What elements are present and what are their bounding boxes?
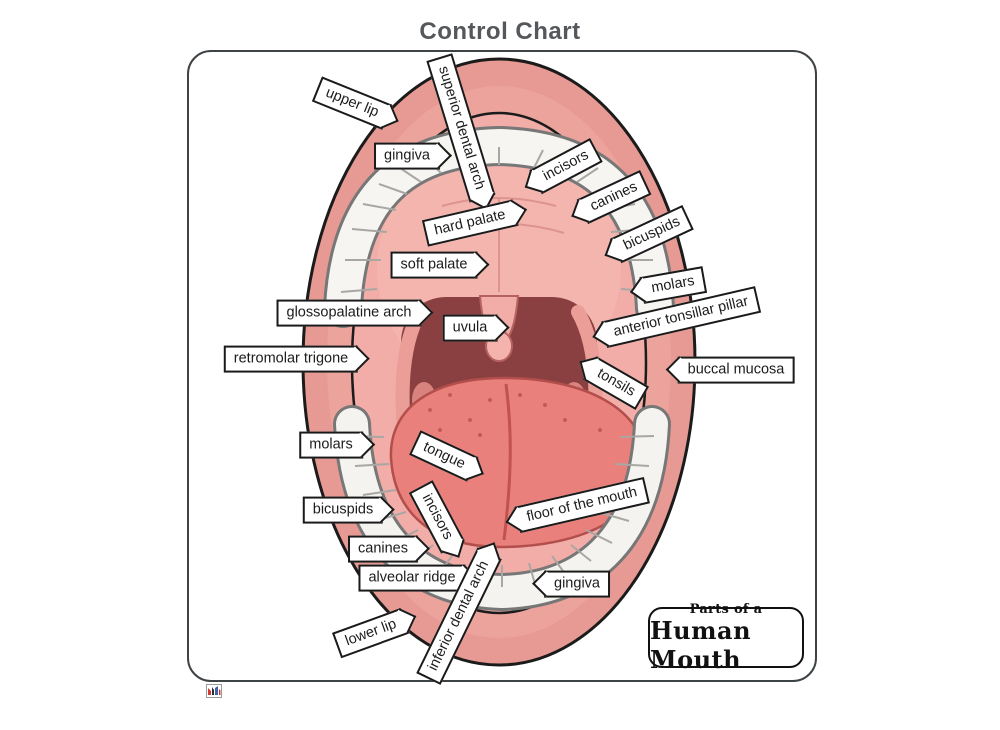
poster-frame [187,50,817,682]
label-floor-of-the-mouth: floor of the mouth [505,476,650,534]
label-uvula: uvula [442,314,510,342]
label-text: tongue [420,438,468,473]
label-text: superior dental arch [435,64,488,192]
label-text: uvula [452,319,488,336]
label-text: incisors [418,491,456,543]
label-alveolar-ridge: alveolar ridge [358,564,478,592]
label-canines-lower: canines [348,535,430,563]
label-text: upper lip [323,84,381,121]
label-text: lower lip [343,615,399,650]
label-hard-palate: hard palate [421,199,527,247]
label-bicuspids-lower: bicuspids [302,496,396,524]
label-text: canines [358,540,408,557]
label-text: gingiva [554,575,600,592]
label-upper-lip: upper lip [311,76,399,130]
upper-teeth-shape [326,128,672,325]
label-retromolar-trigone: retromolar trigone [223,345,371,373]
label-text: molars [650,272,696,297]
label-text: incisors [540,147,592,185]
label-text: hard palate [432,206,508,239]
publisher-logo-icon [206,684,222,698]
label-text: glossopalatine arch [286,304,412,321]
label-text: bicuspids [621,213,683,254]
label-tonsils: tonsils [579,356,650,410]
label-superior-dental-arch: superior dental arch [426,53,496,211]
label-bicuspids-upper: bicuspids [604,204,695,264]
label-text: alveolar ridge [368,569,456,586]
badge-title: Human Mouth [650,615,752,674]
label-text: buccal mucosa [687,361,785,378]
label-molars-upper: molars [629,266,707,304]
label-glossopalatine-arch: glossopalatine arch [276,299,434,327]
label-text: soft palate [400,256,468,273]
label-text: gingiva [384,147,430,164]
title-badge: Parts of a Human Mouth [648,602,804,674]
label-text: floor of the mouth [525,484,639,526]
chart-title: Control Chart [419,18,581,45]
label-lower-lip: lower lip [332,607,417,659]
label-molars-lower: molars [299,431,375,459]
label-text: anterior tonsillar pillar [611,293,750,340]
label-canines-upper: canines [571,170,652,224]
label-tongue: tongue [409,430,484,482]
label-text: bicuspids [312,501,374,518]
label-buccal-mucosa: buccal mucosa [665,356,795,384]
label-gingiva-upper: gingiva [374,142,452,170]
badge-subtitle: Parts of a [689,601,763,617]
tongue-speckles [428,393,602,437]
label-text: canines [587,178,640,215]
label-incisors-upper: incisors [524,137,603,195]
label-text: retromolar trigone [233,350,349,367]
label-text: tonsils [594,365,639,400]
label-soft-palate: soft palate [390,251,490,279]
label-gingiva-lower: gingiva [532,570,610,598]
label-text: molars [309,436,353,453]
